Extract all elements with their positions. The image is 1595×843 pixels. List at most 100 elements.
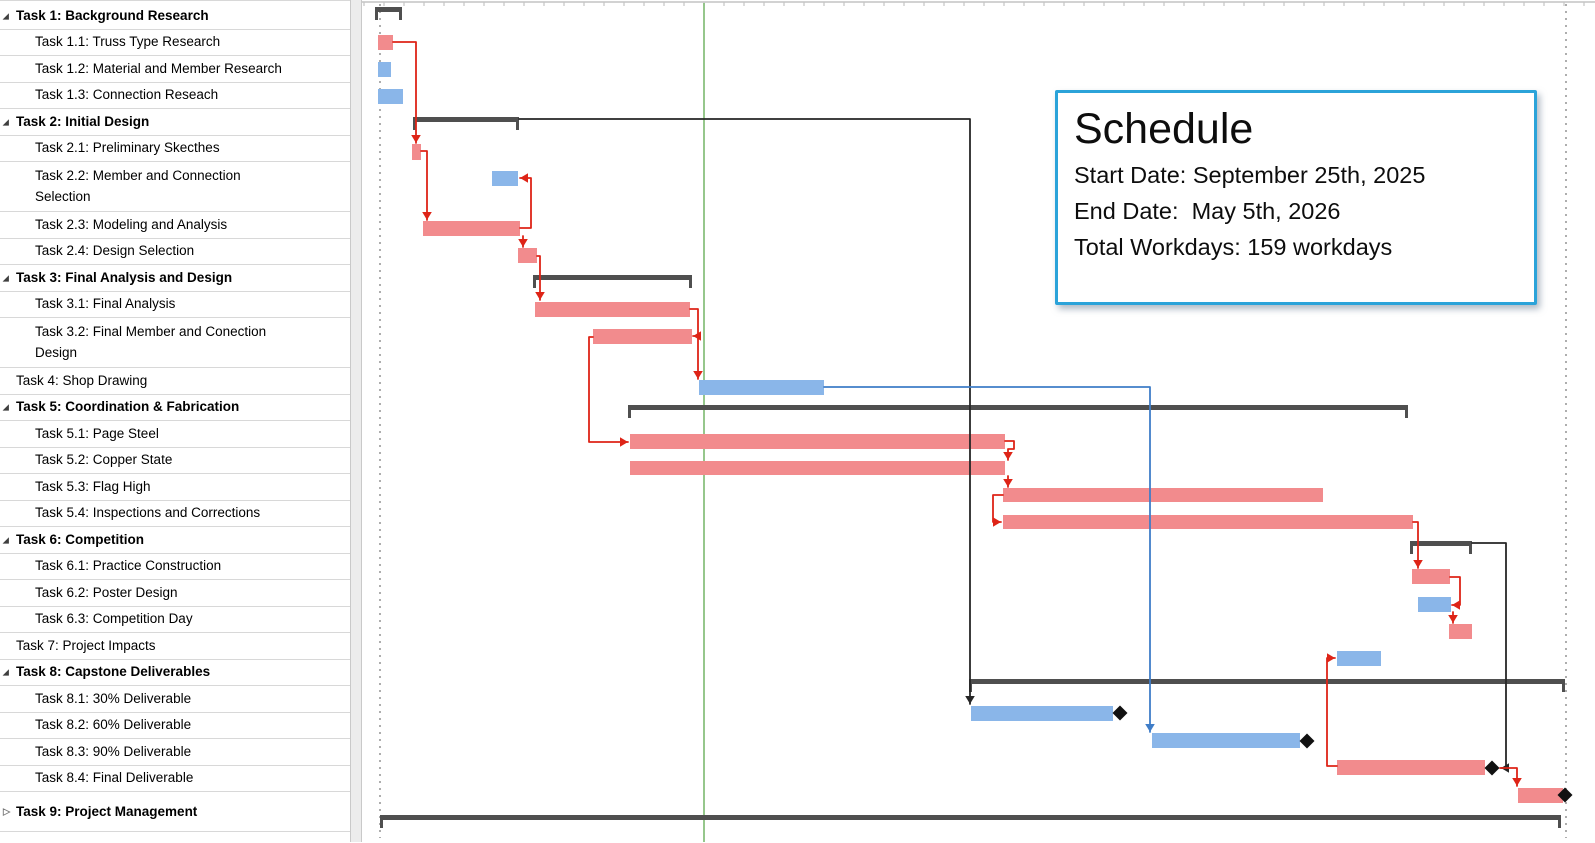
link-task-5-3-to-task-5-4-arrowhead-icon bbox=[993, 517, 1001, 527]
link-task-1-1-to-task-2-1 bbox=[392, 41, 417, 144]
link-task-5-4-to-task-6-1 bbox=[1412, 521, 1419, 569]
expand-toggle-icon[interactable]: ◢ bbox=[3, 11, 9, 21]
expand-toggle-icon[interactable]: ◢ bbox=[3, 273, 9, 283]
task-row-2-4[interactable]: Task 2.4: Design Selection bbox=[0, 238, 350, 265]
link-task-2-1-to-task-2-3 bbox=[420, 150, 428, 221]
bar-task-2-1[interactable] bbox=[412, 144, 421, 160]
bar-task-8-3[interactable] bbox=[1337, 760, 1485, 775]
bar-task-8-1[interactable] bbox=[971, 706, 1113, 721]
task-row-2-1[interactable]: Task 2.1: Preliminary Skecthes bbox=[0, 135, 350, 162]
bar-task-3-1[interactable] bbox=[535, 302, 690, 317]
bar-task-2-3[interactable] bbox=[423, 221, 520, 236]
link-task-3-1-to-task-4-arrowhead-icon bbox=[693, 371, 703, 379]
task-row-label: Task 1.2: Material and Member Research bbox=[35, 60, 282, 76]
milestone-task-8-4[interactable] bbox=[1557, 787, 1573, 803]
task-row-3-2[interactable]: Task 3.2: Final Member and Conection Des… bbox=[0, 318, 350, 368]
expand-toggle-icon[interactable]: ◢ bbox=[3, 117, 9, 127]
task-row-1-1[interactable]: Task 1.1: Truss Type Research bbox=[0, 29, 350, 56]
task-row-5-2[interactable]: Task 5.2: Copper State bbox=[0, 447, 350, 474]
bar-task-6-1[interactable] bbox=[1412, 569, 1450, 584]
task-row-4[interactable]: Task 4: Shop Drawing bbox=[0, 368, 350, 395]
schedule-workdays: Total Workdays: 159 workdays bbox=[1074, 234, 1393, 260]
link-task-1-1-to-task-2-1-arrowhead-icon bbox=[411, 135, 421, 143]
schedule-start-date: Start Date: September 25th, 2025 bbox=[1074, 162, 1426, 188]
task-row-6[interactable]: ◢ Task 6: Competition bbox=[0, 527, 350, 554]
summary-task-9[interactable] bbox=[380, 815, 1561, 828]
task-row-2-3[interactable]: Task 2.3: Modeling and Analysis bbox=[0, 212, 350, 239]
task-row-8-4[interactable]: Task 8.4: Final Deliverable bbox=[0, 765, 350, 792]
link-task-2-to-task-8-1-arrowhead-icon bbox=[965, 696, 975, 704]
task-row-label: Task 6.1: Practice Construction bbox=[35, 558, 222, 574]
bar-task-6-2[interactable] bbox=[1418, 597, 1451, 612]
milestone-task-8-1[interactable] bbox=[1112, 705, 1128, 721]
task-row-8[interactable]: ◢Task 8: Capstone Deliverables bbox=[0, 659, 350, 686]
task-row-6-1[interactable]: Task 6.1: Practice Construction bbox=[0, 553, 350, 580]
bar-task-4[interactable] bbox=[699, 380, 824, 395]
link-task-6-1-to-task-6-2-arrowhead-icon bbox=[1452, 600, 1460, 610]
link-task-5-3-to-task-5-4 bbox=[992, 494, 1004, 523]
task-row-label: Task 2.1: Preliminary Skecthes bbox=[35, 140, 220, 156]
collapse-toggle-icon[interactable]: ▷ bbox=[3, 806, 11, 817]
link-task-4-to-task-8-2-arrowhead-icon bbox=[1145, 724, 1155, 732]
task-row-6-2[interactable]: Task 6.2: Poster Design bbox=[0, 580, 350, 607]
link-task-5-4-to-task-6-1-arrowhead-icon bbox=[1413, 560, 1423, 568]
bar-task-1-2[interactable] bbox=[378, 62, 391, 77]
link-task-2-3-to-task-2-2 bbox=[519, 177, 532, 229]
summary-task-1[interactable] bbox=[375, 7, 402, 20]
summary-task-6[interactable] bbox=[1410, 541, 1472, 554]
summary-task-8[interactable] bbox=[969, 679, 1565, 692]
task-row-3-1[interactable]: Task 3.1: Final Analysis bbox=[0, 291, 350, 318]
task-row-1-3[interactable]: Task 1.3: Connection Reseach bbox=[0, 82, 350, 109]
task-row-label: Task 1: Background Research bbox=[16, 7, 209, 23]
bar-task-8-4[interactable] bbox=[1518, 788, 1563, 803]
task-row-8-2[interactable]: Task 8.2: 60% Deliverable bbox=[0, 712, 350, 739]
task-row-1[interactable]: ◢ Task 1: Background Research bbox=[0, 3, 350, 30]
task-row-5[interactable]: ◢Task 5: Coordination & Fabrication bbox=[0, 394, 350, 421]
task-row-8-1[interactable]: Task 8.1: 30% Deliverable bbox=[0, 686, 350, 713]
expand-toggle-icon[interactable]: ◢ bbox=[3, 402, 9, 412]
task-row-1-2[interactable]: Task 1.2: Material and Member Research bbox=[0, 56, 350, 83]
expand-toggle-icon[interactable]: ◢ bbox=[3, 667, 9, 677]
bar-task-5-1[interactable] bbox=[630, 434, 1005, 449]
bar-task-5-3[interactable] bbox=[1003, 488, 1323, 502]
schedule-title: Schedule bbox=[1074, 105, 1254, 153]
bar-task-2-4[interactable] bbox=[518, 248, 537, 263]
bar-task-3-2[interactable] bbox=[593, 329, 692, 344]
link-task-2-4-to-task-3-1 bbox=[536, 255, 541, 301]
milestone-task-8-2[interactable] bbox=[1299, 733, 1315, 749]
task-row-8-3[interactable]: Task 8.3: 90% Deliverable bbox=[0, 739, 350, 766]
task-row-3[interactable]: ◢ Task 3: Final Analysis and Design bbox=[0, 265, 350, 292]
expand-toggle-icon[interactable]: ◢ bbox=[3, 535, 9, 545]
task-row-2-2[interactable]: Task 2.2: Member and Connection Selectio… bbox=[0, 162, 350, 212]
summary-task-5[interactable] bbox=[628, 405, 1408, 418]
task-row-label: Task 6: Competition bbox=[16, 531, 145, 547]
bar-task-5-4[interactable] bbox=[1003, 515, 1413, 529]
bar-task-8-2[interactable] bbox=[1152, 733, 1300, 748]
task-row-label: Task 3: Final Analysis and Design bbox=[16, 269, 233, 285]
bar-task-5-2[interactable] bbox=[630, 461, 1005, 475]
pane-splitter[interactable] bbox=[350, 0, 362, 842]
bar-task-2-2[interactable] bbox=[492, 171, 518, 186]
link-task-3-1-to-task-3-2-arrowhead-icon bbox=[693, 331, 701, 341]
link-task-4-to-task-8-2 bbox=[823, 386, 1151, 733]
link-task-6-to-task-8-3 bbox=[1471, 542, 1507, 769]
task-row-5-4[interactable]: Task 5.4: Inspections and Corrections bbox=[0, 500, 350, 527]
task-row-2[interactable]: ◢Task 2: Initial Design bbox=[0, 109, 350, 136]
task-row-label: Task 5.3: Flag High bbox=[35, 478, 151, 494]
bar-task-1-1[interactable] bbox=[378, 35, 393, 50]
task-row-6-3[interactable]: Task 6.3: Competition Day bbox=[0, 606, 350, 633]
schedule-callout-box[interactable]: Schedule Start Date: September 25th, 202… bbox=[1055, 90, 1537, 305]
task-row-5-1[interactable]: Task 5.1: Page Steel bbox=[0, 421, 350, 448]
task-row-9[interactable]: ▷Task 9: Project Management bbox=[0, 792, 350, 832]
milestone-task-8-3[interactable] bbox=[1484, 760, 1500, 776]
task-row-5-3[interactable]: Task 5.3: Flag High bbox=[0, 474, 350, 501]
task-row-7[interactable]: Task 7: Project Impacts bbox=[0, 633, 350, 660]
bar-task-1-3[interactable] bbox=[378, 89, 403, 104]
summary-task-3[interactable] bbox=[533, 275, 692, 288]
task-row-label: Task 5.2: Copper State bbox=[35, 452, 173, 468]
summary-task-2[interactable] bbox=[413, 117, 519, 130]
bar-task-6-3[interactable] bbox=[1449, 624, 1472, 639]
bar-task-7[interactable] bbox=[1337, 651, 1381, 666]
